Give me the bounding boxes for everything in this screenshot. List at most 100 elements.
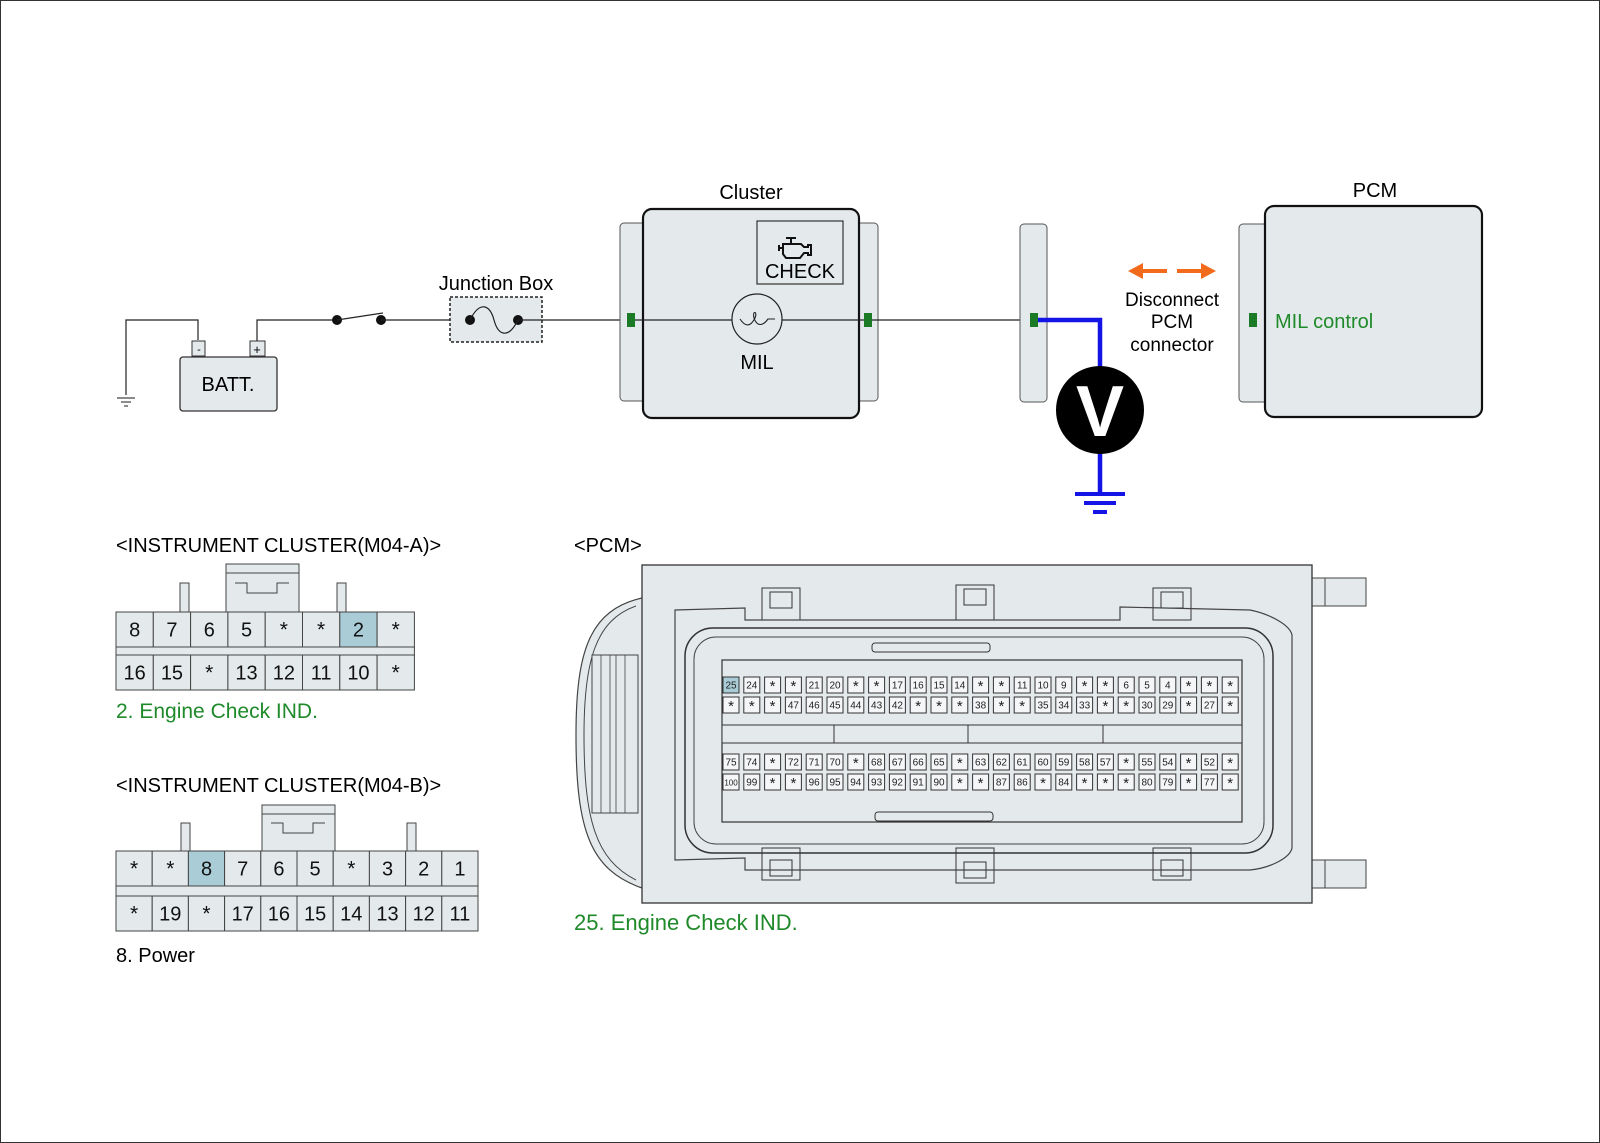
- pin-label: 11: [450, 904, 471, 926]
- pcm-pin-27: [1200, 696, 1218, 714]
- pin-16: [260, 895, 298, 932]
- pcm-pin-unused-label: *: [1186, 755, 1192, 772]
- pcm-pin-label: 68: [871, 758, 883, 769]
- pcm-pin-unused-label: *: [770, 755, 776, 772]
- pcm-pin-label: 96: [809, 778, 821, 789]
- pcm-pin-unused: [1117, 696, 1135, 714]
- engine-check-icon: [778, 237, 812, 259]
- pin-10: [339, 654, 378, 691]
- pin-label: 7: [237, 859, 248, 881]
- pcm-pin-45: [826, 696, 844, 714]
- pcm-pin-unused-label: *: [1082, 678, 1088, 695]
- pin-19: [151, 895, 189, 932]
- pcm-pin-label: 70: [829, 758, 841, 769]
- voltmeter-probe-wire: [1034, 317, 1103, 370]
- pcm-title: PCM: [1353, 180, 1397, 202]
- pcm-pin-label: 71: [809, 758, 821, 769]
- pcm-pin-label: 30: [1141, 701, 1153, 712]
- pin-unused: [376, 611, 415, 648]
- pin-5: [227, 611, 266, 648]
- connector-m04b-title: <INSTRUMENT CLUSTER(M04-B)>: [116, 775, 441, 797]
- junction-box-label: Junction Box: [439, 273, 554, 295]
- pin-row-divider: [115, 885, 479, 897]
- pcm-pin-57: [1096, 753, 1114, 771]
- cluster-title: Cluster: [719, 182, 783, 204]
- pin-row-divider: [115, 646, 415, 656]
- pcm-pin-100: [722, 773, 740, 791]
- pcm-pin-unused-label: *: [790, 775, 796, 792]
- pin-label: 1: [454, 859, 465, 881]
- pcm-pin-label: 92: [892, 778, 904, 789]
- pcm-pin-unused-label: *: [770, 678, 776, 695]
- voltmeter: V: [1056, 366, 1144, 454]
- pcm-pin-label: 47: [788, 701, 800, 712]
- pcm-pin-86: [1013, 773, 1031, 791]
- pcm-pin-unused: [1200, 676, 1218, 694]
- disconnect-note-line2: PCM: [1151, 312, 1193, 333]
- pcm-pin-42: [888, 696, 906, 714]
- battery-label: BATT.: [202, 374, 255, 396]
- pcm-pin-54: [1159, 753, 1177, 771]
- pcm-pin-unused: [1117, 753, 1135, 771]
- pcm-pin-25: [722, 676, 740, 694]
- pcm-pin-94: [847, 773, 865, 791]
- pcm-pin-label: 10: [1037, 681, 1049, 692]
- pcm-pin-unused: [1221, 753, 1239, 771]
- pin-label: 11: [311, 663, 332, 685]
- pcm-pin-9: [1055, 676, 1073, 694]
- pcm-pin-unused: [951, 696, 969, 714]
- pcm-pin-unused: [992, 696, 1010, 714]
- pcm-pin-unused-label: *: [1040, 775, 1046, 792]
- pcm-pin-label: 44: [850, 701, 862, 712]
- pcm-pin-label: 65: [933, 758, 945, 769]
- pcm-pin-label: 60: [1037, 758, 1049, 769]
- pcm-pin-unused-label: *: [1102, 775, 1108, 792]
- pin-label: 5: [241, 620, 252, 642]
- pin-16: [115, 654, 154, 691]
- pcm-pin-68: [868, 753, 886, 771]
- circuit: - + BATT. Junction Box Cluster: [117, 180, 1484, 514]
- mil-lamp: [731, 293, 783, 345]
- pcm-pin-unused-label: *: [1227, 678, 1233, 695]
- pcm-pin-label: 72: [788, 758, 800, 769]
- connector-m04b-caption: 8. Power: [116, 945, 195, 967]
- pin-12: [264, 654, 304, 691]
- pcm-pin-unused: [1034, 773, 1052, 791]
- pcm-pin-label: 86: [1017, 778, 1029, 789]
- pcm-pin-label: 67: [892, 758, 904, 769]
- pcm-pin-unused-label: *: [1102, 698, 1108, 715]
- pin-2: [405, 850, 443, 887]
- cluster-terminal-right: [864, 313, 872, 327]
- pcm-pin-label: 16: [913, 681, 925, 692]
- pcm-pin-58: [1076, 753, 1094, 771]
- pcm-pin-label: 84: [1058, 778, 1070, 789]
- pin-label: 2: [353, 620, 364, 642]
- pcm-pin-unused-label: *: [1186, 775, 1192, 792]
- pcm-pin-unused: [1221, 696, 1239, 714]
- pcm-pin-35: [1034, 696, 1052, 714]
- pcm-pin-84: [1055, 773, 1073, 791]
- pcm-pin-label: 75: [725, 758, 737, 769]
- pcm-pin-unused: [764, 753, 782, 771]
- pcm-pin-label: 87: [996, 778, 1008, 789]
- fuse-symbol: [469, 306, 519, 334]
- connector-m04a-title: <INSTRUMENT CLUSTER(M04-A)>: [116, 535, 441, 557]
- pcm-pin-unused: [1117, 773, 1135, 791]
- pcm-pin-unused: [1180, 773, 1198, 791]
- pcm-pin-label: 93: [871, 778, 883, 789]
- pcm-pin-60: [1034, 753, 1052, 771]
- pcm-pin-unused-label: *: [936, 698, 942, 715]
- pcm-pin-unused-label: *: [1227, 755, 1233, 772]
- pcm-pin-unused: [1180, 753, 1198, 771]
- pcm-pin-unused: [1221, 773, 1239, 791]
- pcm-pin-unused-label: *: [998, 698, 1004, 715]
- pin-unused-label: *: [202, 903, 210, 926]
- battery: - + BATT.: [179, 340, 278, 412]
- pin-unused-label: *: [130, 858, 138, 881]
- pcm-pin-unused: [847, 676, 865, 694]
- pin-15: [152, 654, 192, 691]
- pcm-pin-unused: [1180, 676, 1198, 694]
- pcm-pin-label: 66: [913, 758, 925, 769]
- pcm-pin-label: 77: [1204, 778, 1216, 789]
